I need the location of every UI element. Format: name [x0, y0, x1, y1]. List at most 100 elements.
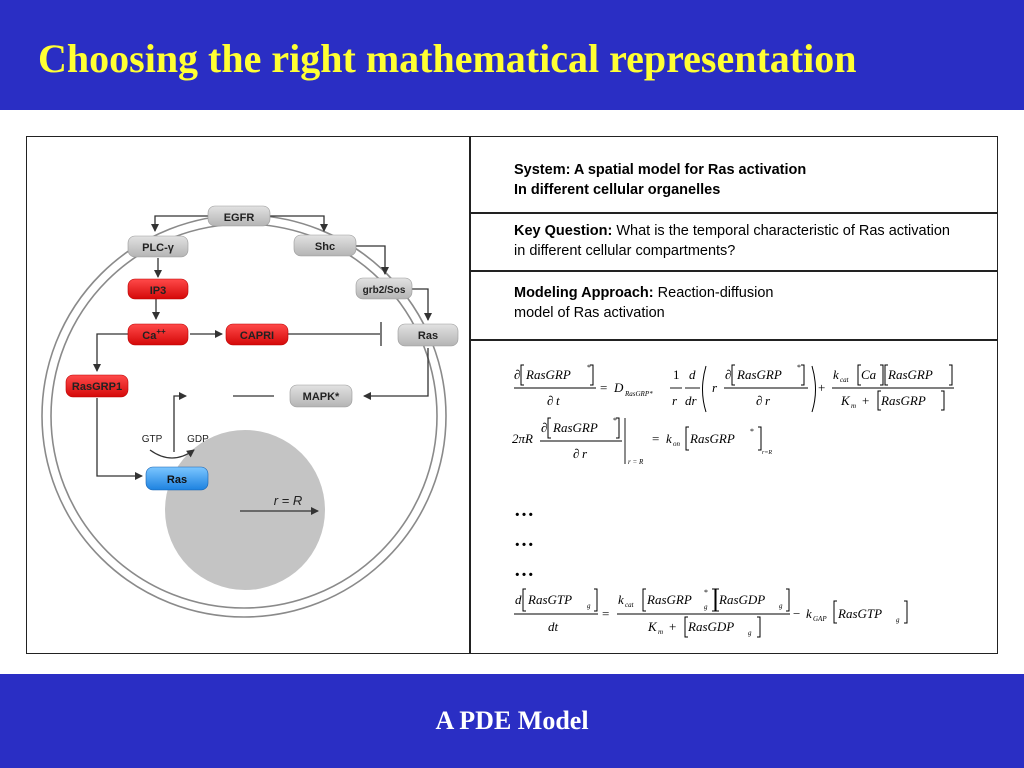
gtp-label: GTP	[142, 434, 163, 445]
eq1-star2: *	[797, 363, 801, 372]
eq1-r-den: r	[672, 393, 678, 408]
eq3-g4: g	[748, 629, 752, 637]
mapk-label: MAPK*	[303, 391, 340, 403]
eq2-on: on	[673, 440, 681, 448]
rasgrp1-label: RasGRP1	[72, 381, 122, 393]
eq1-m: m	[851, 402, 856, 410]
content-panel	[0, 110, 1024, 674]
eq3-plus: +	[669, 619, 676, 634]
key-question-cell: Key Question: What is the temporal chara…	[514, 221, 964, 261]
eq3-g3: g	[779, 602, 783, 610]
grb2-label: grb2/Sos	[363, 285, 406, 296]
eq1-r2: r	[765, 393, 771, 408]
node-capri: CAPRI	[225, 323, 289, 346]
key-question-text: What is the temporal characteristic of R…	[514, 223, 950, 259]
eq3-rasgdp2: RasGDP	[687, 619, 734, 634]
eq1-plus: +	[818, 380, 825, 395]
eq3-rasgtp: RasGTP	[527, 592, 572, 607]
eq3-g: g	[587, 602, 591, 610]
eq2-k: k	[666, 431, 672, 446]
ras-pathway-diagram: EGFR PLC-γ Shc grb2/Sos Ras MAPK* IP3 Ca…	[41, 205, 459, 618]
row-divider	[469, 270, 998, 272]
node-ras-membrane: Ras	[397, 323, 459, 347]
eq3-rasgdp: RasGDP	[718, 592, 765, 607]
modeling-approach-cell: Modeling Approach: Reaction-diffusion mo…	[514, 283, 984, 323]
eq3-star: *	[704, 588, 708, 597]
eq1-partial: ∂	[514, 367, 520, 382]
node-ip3: IP3	[127, 278, 189, 300]
eq1-rasgrp4: RasGRP	[880, 393, 926, 408]
eq2-sub2: r=R	[762, 450, 772, 456]
title-bar: Choosing the right mathematical represen…	[0, 0, 1024, 110]
equation-boundary: 2πR ∂ RasGRP * ∂ r r = R = k on RasGRP *…	[512, 416, 772, 466]
eq2-partial-r: ∂	[573, 446, 579, 461]
node-plc-gamma: PLC-γ	[127, 235, 189, 258]
eq1-d: d	[689, 367, 696, 382]
plc-label: PLC-γ	[142, 242, 175, 254]
eq1-partial-r: ∂	[756, 393, 762, 408]
eq3-equals: =	[602, 606, 609, 621]
eq1-t: t	[556, 393, 560, 408]
ellipsis-1: …	[514, 499, 534, 521]
eq1-rasgrp2: RasGRP	[736, 367, 782, 382]
ellipsis-2: …	[514, 529, 534, 551]
node-rasgrp1: RasGRP1	[65, 374, 129, 398]
ras-membrane-label: Ras	[418, 330, 438, 342]
eq1-partial-t: ∂	[547, 393, 553, 408]
gdp-label: GDP	[187, 434, 209, 445]
content-frame	[26, 136, 998, 654]
eq1-r: r	[712, 380, 718, 395]
eq1-star: *	[587, 363, 591, 372]
eq1-cat: cat	[840, 376, 850, 384]
egfr-label: EGFR	[224, 212, 255, 224]
modeling-approach-line2: model of Ras activation	[514, 305, 665, 321]
eq1-one: 1	[673, 367, 680, 382]
eq1-k: k	[833, 367, 839, 382]
system-cell: System: A spatial model for Ras activati…	[514, 160, 984, 200]
pde-equations: ∂ RasGRP * ∂ t = D RasGRP* 1 r d dr r ∂ …	[512, 363, 954, 638]
footer-caption: A PDE Model	[435, 706, 589, 735]
node-calcium: Ca++	[127, 323, 189, 346]
capri-label: CAPRI	[240, 330, 274, 342]
eq3-g2: g	[704, 603, 708, 611]
row-divider	[469, 212, 998, 214]
eq1-D-sub: RasGRP*	[624, 390, 653, 398]
node-ras-organelle: Ras	[145, 466, 209, 491]
eq1-rasgrp3: RasGRP	[887, 367, 933, 382]
eq3-dt: dt	[548, 619, 559, 634]
ras-organelle-label: Ras	[167, 474, 187, 486]
organelle	[165, 430, 325, 590]
eq2-r: r	[582, 446, 588, 461]
eq2-partial: ∂	[541, 420, 547, 435]
eq2-equals: =	[652, 431, 659, 446]
eq2-rasgrp: RasGRP	[552, 420, 598, 435]
eq3-m: m	[658, 628, 663, 636]
eq1-partial-num: ∂	[725, 367, 731, 382]
eq3-k: k	[618, 592, 624, 607]
eq1-K: K	[840, 393, 851, 408]
eq3-d: d	[515, 592, 522, 607]
eq1-plus2: +	[862, 393, 869, 408]
ca-label: Ca++	[142, 327, 166, 342]
eq3-k2: k	[806, 606, 812, 621]
eq3-rasgrp: RasGRP	[646, 592, 692, 607]
ip3-label: IP3	[150, 285, 167, 297]
system-line1: System: A spatial model for Ras activati…	[514, 162, 807, 178]
row-divider	[469, 339, 998, 341]
eq2-star2: *	[750, 427, 754, 436]
slide-title: Choosing the right mathematical represen…	[38, 36, 857, 81]
footer-bar: A PDE Model	[0, 674, 1024, 768]
eq1-ca: Ca	[861, 367, 877, 382]
eq3-cat: cat	[625, 601, 635, 609]
column-divider	[469, 136, 471, 654]
eq2-2piR: 2πR	[512, 431, 533, 446]
eq1-dr: dr	[685, 393, 698, 408]
eq2-rasgrp2: RasGRP	[689, 431, 735, 446]
node-mapk: MAPK*	[289, 384, 353, 408]
eq1-D: D	[613, 380, 624, 395]
equation-diffusion: ∂ RasGRP * ∂ t = D RasGRP* 1 r d dr r ∂ …	[514, 363, 954, 413]
eq1-rasgrp: RasGRP	[525, 367, 571, 382]
node-egfr: EGFR	[207, 205, 271, 227]
radius-label: r = R	[274, 493, 303, 508]
eq2-boundary-sub: r = R	[628, 458, 644, 466]
